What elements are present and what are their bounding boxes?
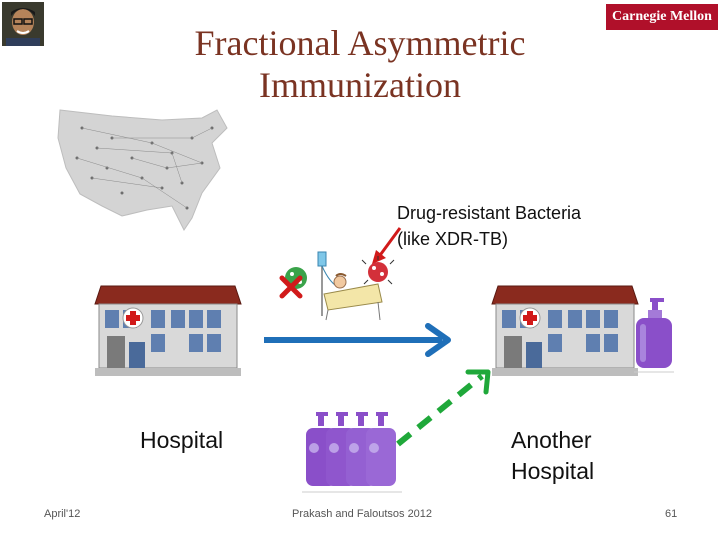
footer-credit: Prakash and Faloutsos 2012	[292, 508, 433, 520]
slide-title: Fractional Asymmetric Immunization	[120, 22, 600, 106]
red-pointer-arrow	[368, 226, 404, 266]
patient-illustration	[278, 244, 398, 322]
footer-date: April'12	[44, 508, 81, 520]
another-hospital-building-icon	[490, 280, 640, 380]
red-x-icon	[279, 275, 303, 299]
bacteria-label-line-2: (like XDR-TB)	[397, 229, 508, 249]
carnegie-mellon-logo: Carnegie Mellon	[606, 4, 718, 30]
green-dashed-arrow	[392, 364, 496, 450]
title-line-1: Fractional Asymmetric	[194, 23, 526, 63]
another-hospital-line-2: Hospital	[511, 458, 595, 484]
us-network-map	[52, 98, 242, 238]
bacteria-label-line-1: Drug-resistant Bacteria	[397, 203, 582, 223]
slide-number: 61	[665, 508, 678, 520]
presenter-photo	[2, 2, 44, 46]
another-hospital-label: Another Hospital	[511, 425, 594, 487]
soap-bottles-group-icon	[298, 408, 408, 496]
hospital-label: Hospital	[140, 427, 224, 453]
red-bacteria-icon	[361, 256, 395, 285]
blue-transfer-arrow	[262, 322, 460, 358]
another-hospital-line-1: Another	[511, 427, 592, 453]
bacteria-label: Drug-resistant Bacteria (like XDR-TB)	[397, 200, 657, 252]
title-line-2: Immunization	[259, 65, 461, 105]
soap-bottle-4	[366, 412, 396, 486]
soap-bottle-icon	[632, 296, 676, 378]
hospital-building-icon	[93, 280, 243, 380]
